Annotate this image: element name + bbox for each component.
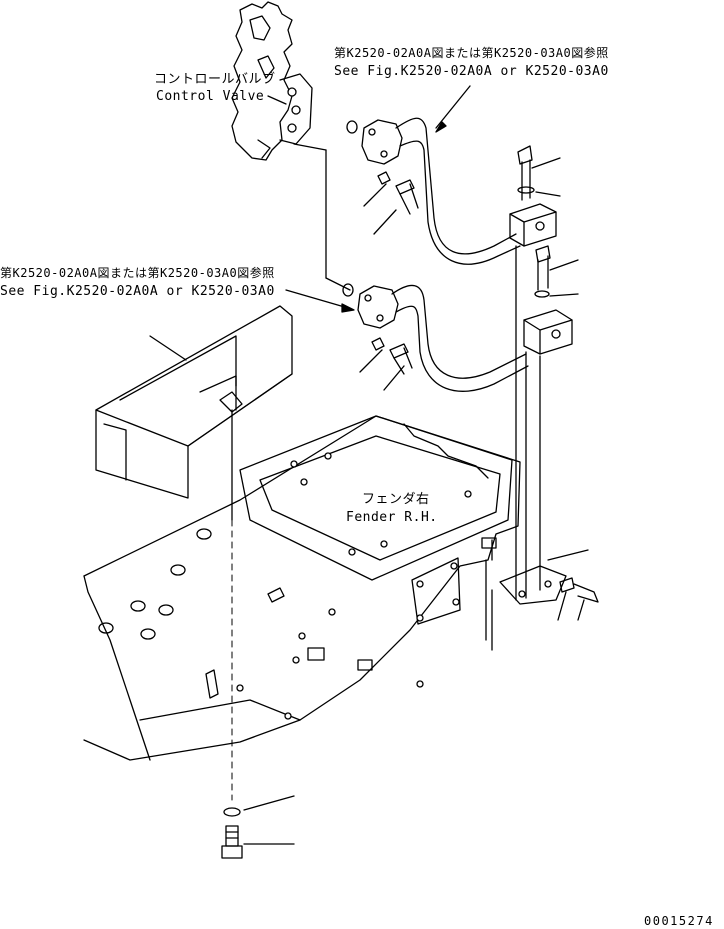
control-valve-label-jp: コントロールバルブ bbox=[154, 72, 276, 87]
arrow-upper-reference bbox=[435, 85, 471, 129]
top-bolt-upper bbox=[517, 145, 535, 201]
drawing-number: 00015274 bbox=[644, 914, 714, 928]
leader-upper-washer bbox=[373, 209, 397, 235]
leader-lower-bolt bbox=[383, 365, 405, 391]
leader-upper-bolt bbox=[363, 183, 387, 207]
bottom-bolt bbox=[221, 825, 243, 859]
leader-bracket bbox=[547, 549, 589, 561]
fender-label-jp: フェンダ右 bbox=[362, 492, 430, 507]
leader-bottom-washer bbox=[243, 795, 295, 811]
leader-bracket-bolt bbox=[577, 599, 585, 621]
lower-clamp-block bbox=[523, 309, 573, 355]
leader-cab-frame bbox=[149, 335, 187, 361]
lower-bracket bbox=[499, 565, 599, 605]
reference-lower-en: See Fig.K2520-02A0A or K2520-03A0 bbox=[0, 284, 275, 299]
reference-upper-jp: 第K2520-02A0A図または第K2520-03A0図参照 bbox=[334, 46, 609, 60]
arrow-upper-head bbox=[435, 121, 447, 133]
leader-bracket-washer bbox=[557, 591, 567, 621]
upper-flange bbox=[361, 119, 403, 165]
leader-control-valve bbox=[267, 95, 287, 105]
leader-top-bolt-upper bbox=[531, 157, 561, 169]
lower-bolt bbox=[371, 337, 413, 375]
o-ring-upper bbox=[346, 120, 358, 134]
arrow-lower-head bbox=[341, 303, 355, 313]
lower-flange bbox=[357, 285, 399, 329]
o-ring-lower bbox=[342, 283, 354, 297]
control-valve-label-en: Control Valve bbox=[156, 89, 265, 104]
reference-upper-en: See Fig.K2520-02A0A or K2520-03A0 bbox=[334, 64, 609, 79]
bottom-washer bbox=[223, 807, 241, 817]
arrow-lower-reference bbox=[285, 289, 349, 309]
leader-lower-washer bbox=[359, 349, 383, 373]
fender-label-en: Fender R.H. bbox=[346, 510, 438, 525]
reference-lower-jp: 第K2520-02A0A図または第K2520-03A0図参照 bbox=[0, 266, 275, 280]
cab-frame bbox=[95, 305, 293, 499]
upper-hose bbox=[395, 117, 521, 265]
control-valve bbox=[231, 1, 351, 291]
top-bolt-lower bbox=[534, 245, 551, 298]
leader-top-washer-lower bbox=[549, 293, 579, 297]
upper-clamp-block bbox=[509, 203, 557, 247]
upper-bolt bbox=[377, 171, 419, 215]
lower-hose bbox=[391, 284, 529, 392]
leader-top-bolt-lower bbox=[549, 259, 579, 271]
revolving-frame bbox=[83, 415, 521, 761]
leader-top-washer-upper bbox=[535, 191, 561, 197]
